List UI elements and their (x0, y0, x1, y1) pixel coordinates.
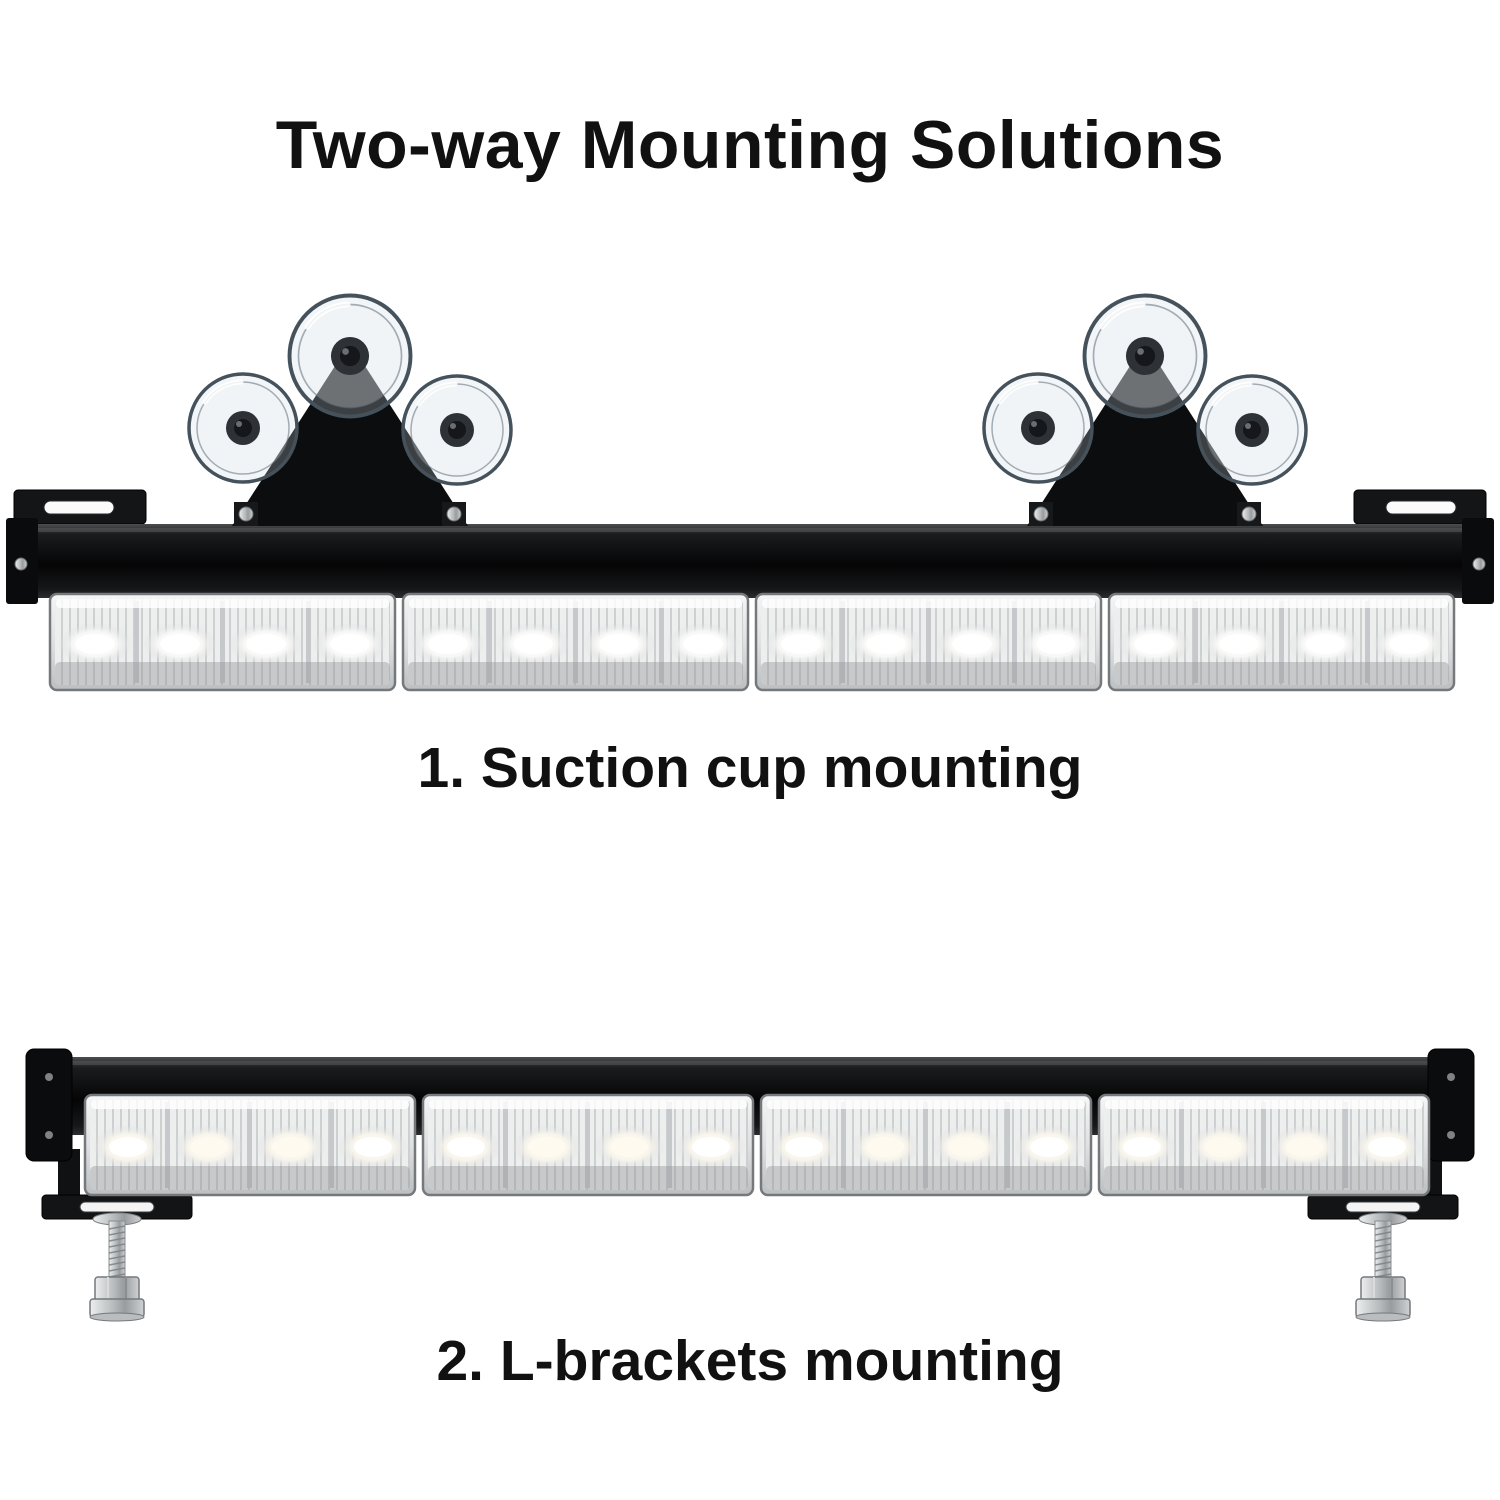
left-mount-tab (13, 489, 147, 525)
l-bracket-illustration (25, 1048, 1475, 1322)
right-mount-tab (1353, 489, 1487, 525)
led-module (421, 1093, 755, 1197)
led-module (754, 592, 1103, 692)
page-title: Two-way Mounting Solutions (275, 107, 1225, 183)
led-module (1097, 1093, 1431, 1197)
led-module (48, 592, 397, 692)
led-module (83, 1093, 417, 1197)
suction-cup-assembly-left (189, 296, 511, 526)
suction-cup-assembly-right (984, 296, 1306, 526)
led-module (1107, 592, 1456, 692)
caption-lbracket-mounting: 2. L-brackets mounting (436, 1329, 1064, 1393)
mounting-bolt-right (1355, 1212, 1411, 1322)
mounting-bolt-left (89, 1212, 145, 1322)
suction-mount-photo (0, 268, 1500, 698)
l-bracket-photo (0, 1035, 1500, 1345)
led-module (401, 592, 750, 692)
caption-suction-mounting: 1. Suction cup mounting (417, 736, 1083, 800)
led-module (759, 1093, 1093, 1197)
suction-mount-illustration (6, 268, 1494, 692)
light-bar-housing (6, 518, 1494, 604)
